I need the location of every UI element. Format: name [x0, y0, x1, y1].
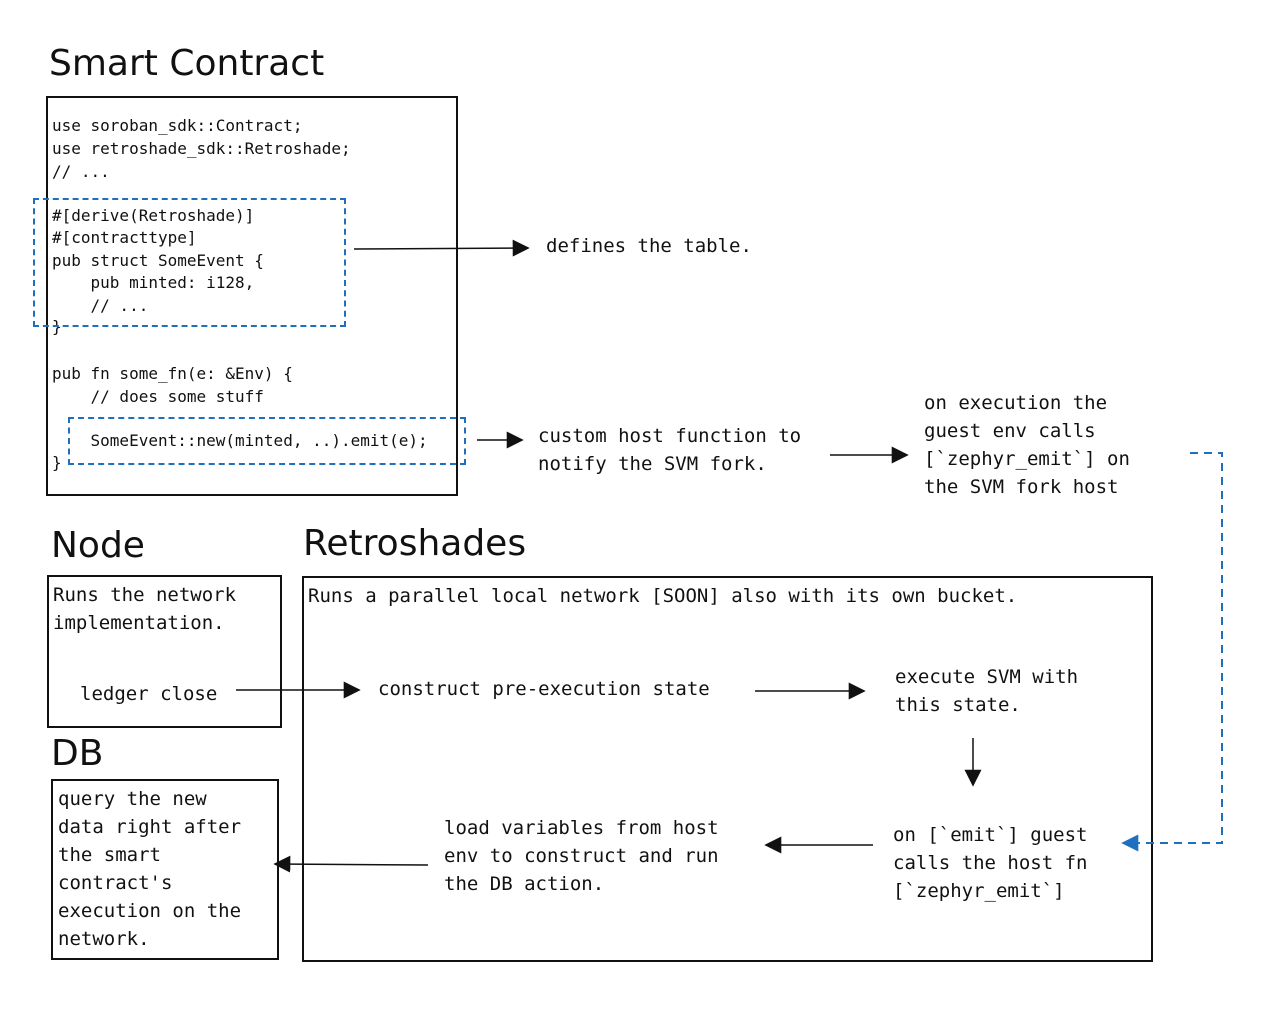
- ledger-close-label: ledger close: [80, 683, 218, 705]
- defines-table-note: defines the table.: [546, 235, 752, 257]
- on-emit-step: on [`emit`] guest calls the host fn [`ze…: [893, 824, 1088, 902]
- smart-contract-box: [46, 96, 458, 496]
- code-line: // does some stuff: [52, 387, 264, 406]
- emit-highlight: [68, 417, 466, 465]
- retroshades-description: Runs a parallel local network [SOON] als…: [308, 585, 1018, 607]
- code-line: SomeEvent::new(minted, ..).emit(e);: [52, 431, 428, 450]
- custom-host-fn-note: custom host function to notify the SVM f…: [538, 425, 802, 475]
- db-heading: DB: [51, 733, 104, 774]
- code-line: // ...: [52, 296, 149, 315]
- node-box: [47, 575, 282, 728]
- code-line: #[derive(Retroshade)]: [52, 206, 255, 225]
- code-line: pub fn some_fn(e: &Env) {: [52, 364, 293, 383]
- code-line: use retroshade_sdk::Retroshade;: [52, 139, 351, 158]
- node-description: Runs the network implementation.: [53, 584, 237, 634]
- node-heading: Node: [51, 525, 145, 566]
- code-line: #[contracttype]: [52, 228, 197, 247]
- smart-contract-heading: Smart Contract: [49, 43, 325, 84]
- code-line: // ...: [52, 162, 110, 181]
- load-variables-step: load variables from host env to construc…: [444, 817, 719, 895]
- on-execution-note: on execution the guest env calls [`zephy…: [924, 392, 1130, 498]
- code-line: pub minted: i128,: [52, 273, 255, 292]
- construct-state-step: construct pre-execution state: [378, 678, 710, 700]
- struct-highlight: [33, 198, 346, 327]
- retroshades-heading: Retroshades: [303, 523, 527, 564]
- code-line: use soroban_sdk::Contract;: [52, 116, 303, 135]
- db-description: query the new data right after the smart…: [58, 788, 242, 950]
- code-line: }: [52, 453, 62, 472]
- execute-svm-step: execute SVM with this state.: [895, 666, 1079, 716]
- code-line: pub struct SomeEvent {: [52, 251, 264, 270]
